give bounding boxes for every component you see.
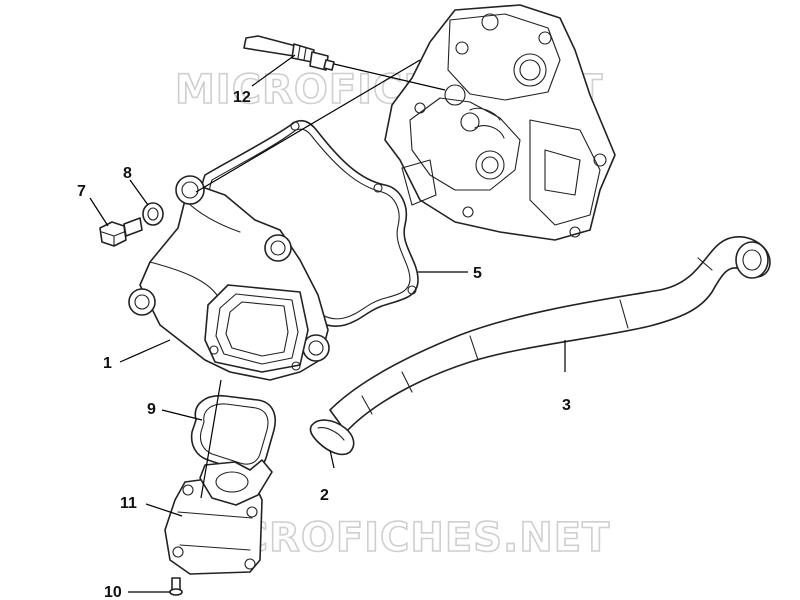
- callout-9[interactable]: 9: [147, 401, 156, 418]
- washer: [142, 202, 164, 226]
- valve-cover: [128, 175, 330, 381]
- callout-2[interactable]: 2: [320, 487, 329, 504]
- hose-clamp: [309, 419, 355, 456]
- callout-3[interactable]: 3: [562, 397, 571, 414]
- callout-10[interactable]: 10: [104, 584, 122, 600]
- breather-hose: [329, 235, 771, 433]
- screw: [169, 577, 183, 596]
- callout-5[interactable]: 5: [473, 265, 482, 282]
- breather-gasket: [190, 395, 276, 473]
- callout-7[interactable]: 7: [77, 183, 86, 200]
- spark-plug: [243, 35, 335, 71]
- callout-1[interactable]: 1: [103, 355, 112, 372]
- callout-8[interactable]: 8: [123, 165, 132, 182]
- bolt: [99, 217, 143, 247]
- leader-lines: [89, 54, 566, 593]
- breather-housing: [164, 459, 273, 575]
- callouts: 1 2 3 5 7 8 9 10 11 12: [77, 89, 571, 600]
- cylinder-head: [384, 4, 616, 241]
- callout-11[interactable]: 11: [120, 495, 137, 512]
- callout-12[interactable]: 12: [233, 89, 251, 106]
